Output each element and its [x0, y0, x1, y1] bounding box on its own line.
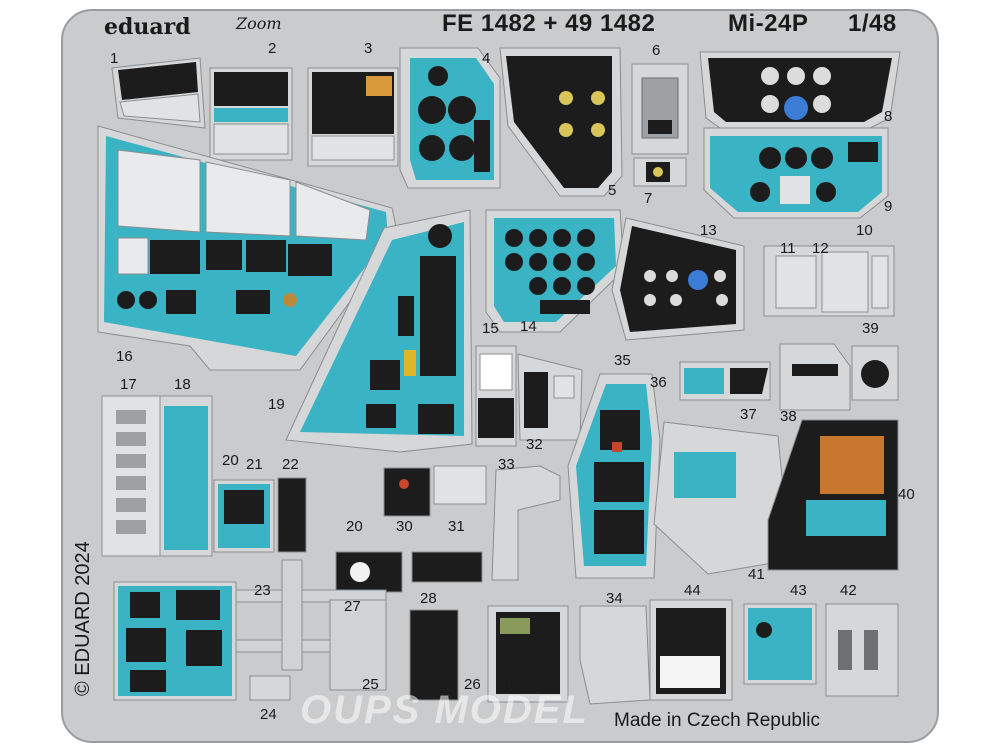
part-number: 4	[482, 50, 491, 67]
part-number: 5	[608, 182, 617, 199]
part-number: 16	[116, 348, 133, 365]
part-10-11-12	[763, 245, 895, 317]
part-number: 21	[246, 456, 263, 473]
part-number: 3	[364, 40, 373, 57]
part-number: 44	[684, 582, 701, 599]
part-15	[475, 345, 517, 447]
part-number: 31	[448, 518, 465, 535]
part-39	[851, 345, 899, 401]
part-3	[307, 67, 399, 167]
part-number: 10	[856, 222, 873, 239]
part-34	[579, 605, 651, 705]
part-42	[825, 603, 899, 697]
part-number: 33	[498, 456, 515, 473]
part-number: 37	[740, 406, 757, 423]
part-4	[399, 47, 501, 189]
brand-logo: eduard	[104, 14, 191, 40]
part-number: 6	[652, 42, 661, 59]
fret-sprues	[235, 559, 387, 691]
part-14	[485, 209, 625, 333]
part-8	[699, 51, 901, 129]
part-number: 19	[268, 396, 285, 413]
part-number: 42	[840, 582, 857, 599]
part-number: 15	[482, 320, 499, 337]
header-code: FE 1482 + 49 1482	[442, 10, 656, 37]
part-number: 39	[862, 320, 879, 337]
part-number: 30	[396, 518, 413, 535]
footer-made-in: Made in Czech Republic	[614, 710, 820, 731]
part-number: 34	[606, 590, 623, 607]
part-number: 22	[282, 456, 299, 473]
part-43	[743, 603, 817, 685]
part-13	[611, 217, 745, 341]
part-number: 28	[420, 590, 437, 607]
part-number: 2	[268, 40, 277, 57]
part-33	[491, 465, 561, 581]
part-number: 27	[344, 598, 361, 615]
watermark: OUPS MODEL	[300, 688, 589, 732]
copyright: © EDUARD 2024	[72, 541, 94, 696]
part-number: 13	[700, 222, 717, 239]
part-2	[209, 67, 293, 161]
part-number: 1	[110, 50, 119, 67]
part-31	[433, 465, 487, 505]
part-number: 17	[120, 376, 137, 393]
part-36-37	[679, 361, 771, 401]
part-6	[631, 63, 689, 155]
part-number: 7	[644, 190, 653, 207]
part-40	[767, 419, 899, 571]
part-number: 9	[884, 198, 893, 215]
part-35	[567, 373, 661, 579]
part-number: 29	[496, 676, 513, 693]
part-number: 20	[346, 518, 363, 535]
zoom-logo: Zoom	[236, 14, 282, 33]
part-number: 32	[526, 436, 543, 453]
part-number: 14	[520, 318, 537, 335]
header-scale: 1/48	[848, 10, 897, 37]
part-19	[285, 209, 473, 453]
part-5	[499, 47, 623, 197]
part-number: 23	[254, 582, 271, 599]
header-model: Mi-24P	[728, 10, 809, 37]
part-22	[277, 477, 307, 553]
part-number: 11	[780, 240, 796, 257]
part-28	[409, 551, 483, 701]
part-number: 24	[260, 706, 277, 723]
part-17	[101, 395, 161, 557]
part-number: 26	[464, 676, 481, 693]
part-7	[633, 157, 687, 187]
part-number: 25	[362, 676, 379, 693]
part-grey-panel	[653, 421, 791, 575]
part-number: 12	[812, 240, 829, 257]
part-24	[249, 675, 291, 701]
part-27	[335, 551, 403, 593]
part-23	[113, 581, 237, 701]
part-number: 40	[898, 486, 915, 503]
part-38	[779, 343, 851, 411]
part-44	[649, 599, 733, 701]
part-number: 43	[790, 582, 807, 599]
part-21	[213, 479, 275, 553]
part-number: 20	[222, 452, 239, 469]
part-30	[383, 467, 431, 517]
part-32	[517, 353, 583, 441]
part-29	[487, 605, 569, 703]
part-number: 35	[614, 352, 631, 369]
part-number: 38	[780, 408, 797, 425]
part-number: 8	[884, 108, 893, 125]
part-number: 18	[174, 376, 191, 393]
part-number: 41	[748, 566, 765, 583]
part-9	[703, 127, 889, 219]
part-18	[159, 395, 213, 557]
part-number: 36	[650, 374, 667, 391]
part-1	[111, 57, 206, 129]
part-16	[97, 125, 399, 371]
